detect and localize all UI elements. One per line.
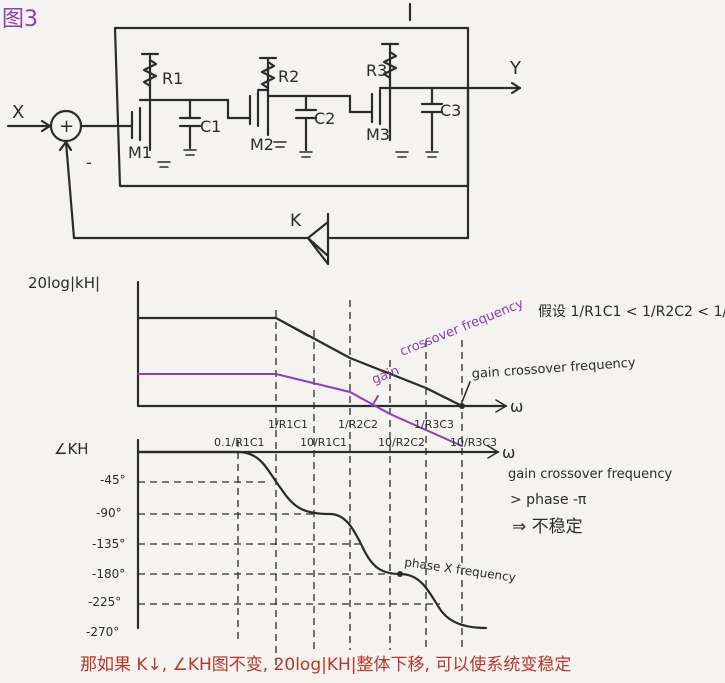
tick-minus-180: -180° [92, 567, 125, 581]
magnitude-curve-reduced-k [137, 373, 463, 447]
feedback-gain-triangle [306, 212, 330, 266]
tick-minus-45: -45° [100, 473, 126, 487]
tick-1-r2c2: 1/R2C2 [338, 418, 378, 431]
tick-10-r1c1: 10/R1C1 [300, 436, 347, 449]
circuit-diagram: X + - R1 C1 M1 [6, 2, 522, 266]
magnitude-x-ticks: 1/R1C1 10/R1C1 1/R2C2 10/R2C2 1/R3C3 10/… [268, 418, 497, 449]
input-label: X [12, 102, 24, 123]
resistor-r3 [382, 50, 398, 80]
tick-minus-90: -90° [96, 506, 122, 520]
m2-label: M2 [250, 135, 274, 154]
feedback-sign: - [86, 153, 92, 172]
side-note-phase: > phase -π [510, 492, 587, 508]
phase-crossover-label: phase X frequency [404, 555, 517, 584]
phase-y-ticks: -45° -90° -135° -180° -225° -270° [86, 473, 126, 639]
tick-minus-135: -135° [92, 537, 125, 551]
c3-label: C3 [440, 101, 461, 120]
tick-minus-270: -270° [86, 625, 119, 639]
output-label: Y [509, 58, 522, 79]
r2-label: R2 [278, 67, 299, 86]
m1-label: M1 [128, 143, 152, 162]
side-note-gain-crossover: gain crossover frequency [508, 467, 673, 482]
black-crossover-label: gain crossover frequency [471, 356, 636, 382]
stage-2: R2 C2 M2 [248, 56, 335, 158]
magnitude-curve-original [136, 316, 464, 408]
r3-label: R3 [366, 61, 387, 80]
phase-ylabel: ∠KH [54, 440, 89, 458]
side-note-unstable: ⇒ 不稳定 [512, 517, 583, 537]
stage-3: R3 C3 M3 [366, 42, 461, 158]
tick-0-1-r1c1: 0.1/R1C1 [214, 436, 265, 449]
magnitude-x-symbol: ω [510, 397, 523, 416]
tick-1-r3c3: 1/R3C3 [414, 418, 454, 431]
phase-plot: ∠KH ω 0.1/R1C1 -45° -90° -135° -180° -22… [54, 436, 673, 640]
c2-label: C2 [314, 109, 335, 128]
sum-symbol: + [59, 116, 74, 137]
m3-label: M3 [366, 125, 390, 144]
output-arrowhead [510, 81, 522, 95]
stage-1: R1 C1 M1 [128, 52, 221, 168]
tick-1-r1c1: 1/R1C1 [268, 418, 308, 431]
assumption-note: 假设 1/R1C1 < 1/R2C2 < 1/R3C3 [538, 304, 725, 320]
c1-label: C1 [200, 117, 221, 136]
tick-10-r3c3: 10/R3C3 [450, 436, 497, 449]
figure-label: 图3 [2, 7, 38, 32]
magnitude-ylabel: 20log|kH| [28, 274, 100, 292]
tick-10-r2c2: 10/R2C2 [378, 436, 425, 449]
tick-minus-225: -225° [88, 595, 121, 609]
resistor-r2 [260, 60, 276, 90]
conclusion-note: 那如果 K↓, ∠KH图不变, 20log|KH|整体下移, 可以使系统变稳定 [80, 654, 571, 675]
phase-curve [136, 450, 488, 630]
phase-x-symbol: ω [502, 443, 515, 462]
resistor-r1 [142, 58, 158, 88]
purple-crossover-label: crossover frequency [398, 296, 526, 359]
gain-crossover-point [459, 403, 465, 409]
r1-label: R1 [162, 69, 183, 88]
feedback-gain-label: K [290, 211, 302, 231]
phase-crossover-point [397, 571, 403, 577]
